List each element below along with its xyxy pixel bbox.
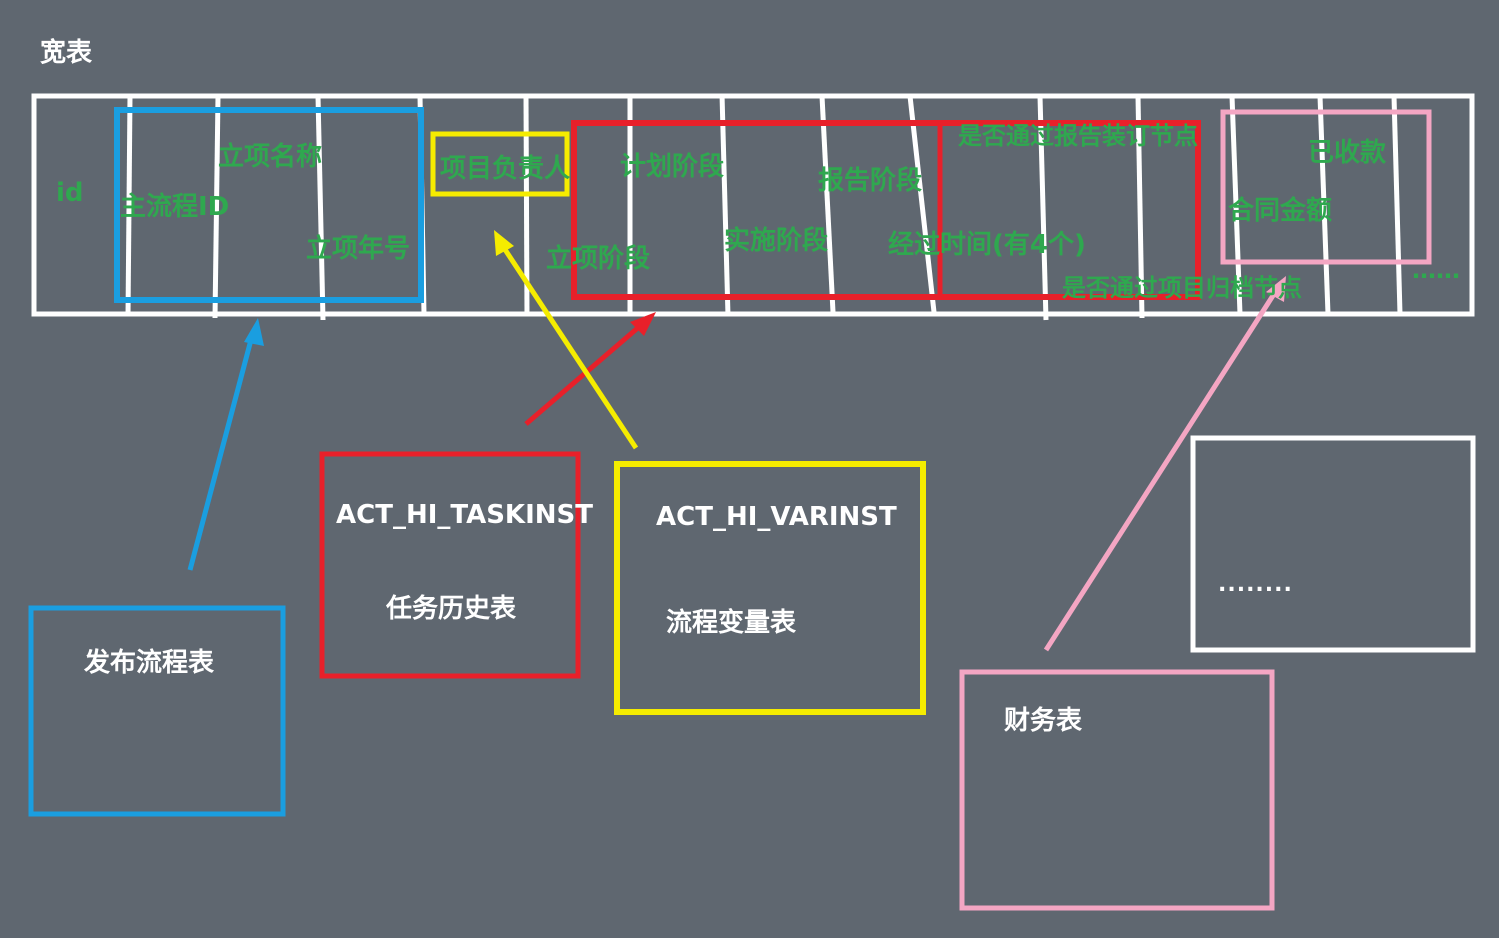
publish-process-table-box <box>28 605 286 817</box>
column-divider <box>1135 95 1145 319</box>
field-approval-stage: 立项阶段 <box>546 244 651 274</box>
column-divider <box>1317 95 1331 315</box>
yellow-group-highlight <box>430 131 570 197</box>
field-more: …… <box>1412 256 1460 284</box>
red-arrow <box>524 312 656 426</box>
pink-group-highlight <box>1220 109 1432 265</box>
other-table-box <box>1190 435 1476 653</box>
page-title: 宽表 <box>40 38 93 68</box>
field-contract-amount: 合同金额 <box>1228 196 1333 226</box>
field-id: id <box>56 178 84 208</box>
column-divider <box>1391 95 1403 315</box>
column-divider <box>719 93 731 317</box>
column-divider <box>1037 95 1049 321</box>
blue-arrow <box>187 318 264 571</box>
field-project-name: 立项名称 <box>218 142 323 172</box>
field-project-owner: 项目负责人 <box>440 154 571 184</box>
other-table-label: ........ <box>1218 572 1293 597</box>
field-implementation-stage: 实施阶段 <box>724 226 829 256</box>
red-group-highlight <box>571 120 1201 300</box>
task-history-table-label: 任务历史表 <box>386 594 517 624</box>
column-divider <box>1229 95 1243 315</box>
column-divider <box>212 95 221 319</box>
variable-table-box <box>614 461 926 715</box>
field-plan-stage: 计划阶段 <box>620 152 725 182</box>
blue-group-highlight <box>114 107 424 303</box>
finance-table-box <box>959 669 1275 911</box>
field-project-archive-node: 是否通过项目归档节点 <box>1062 274 1302 302</box>
finance-table-label: 财务表 <box>1004 706 1083 736</box>
variable-table-label: 流程变量表 <box>666 608 797 638</box>
task-history-table-box <box>319 451 581 679</box>
field-elapsed-time: 经过时间(有4个) <box>888 230 1086 260</box>
field-report-binding-node: 是否通过报告装订节点 <box>958 122 1198 150</box>
task-history-table-name: ACT_HI_TASKINST <box>336 500 593 530</box>
field-received-payment: 已收款 <box>1308 138 1387 168</box>
field-project-year-no: 立项年号 <box>306 234 411 264</box>
column-divider <box>315 95 326 321</box>
field-report-stage: 报告阶段 <box>818 166 923 196</box>
field-main-process-id: 主流程ID <box>120 192 230 222</box>
column-divider <box>125 95 133 317</box>
column-divider <box>819 95 836 313</box>
pink-arrow <box>1043 276 1286 652</box>
wide-table-outline <box>31 93 1475 317</box>
variable-table-name: ACT_HI_VARINST <box>656 502 897 532</box>
yellow-arrow <box>494 230 639 450</box>
column-divider <box>907 95 937 313</box>
publish-process-table-label: 发布流程表 <box>84 648 215 678</box>
